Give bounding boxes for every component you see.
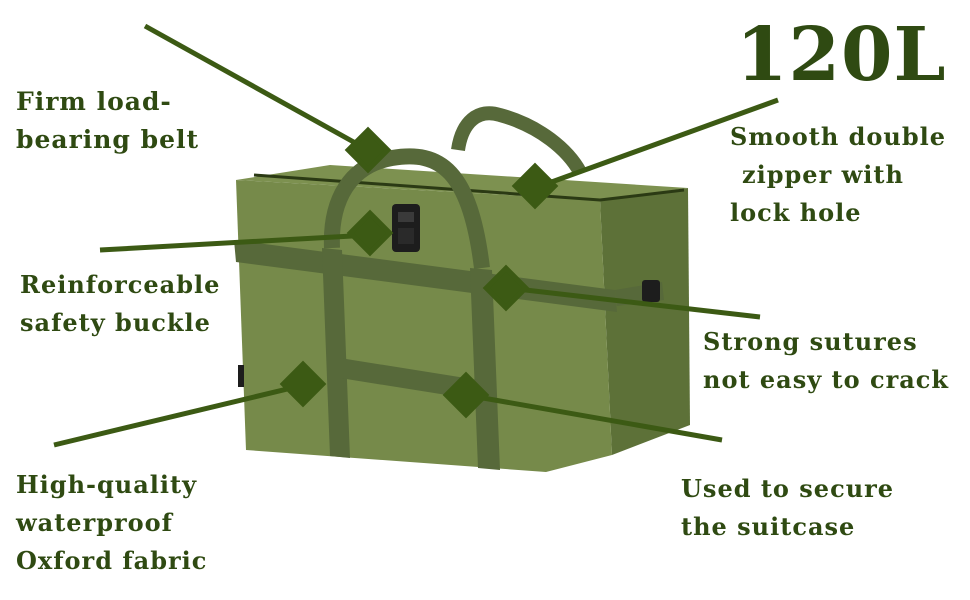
pointer-marker-sutures [482, 264, 530, 312]
feature-label-zipper: Smooth double zipper with lock hole [730, 118, 946, 232]
pointer-buckle [99, 232, 371, 253]
feature-label-line: High-quality [16, 470, 198, 499]
pointer-marker-fabric [279, 360, 327, 408]
pointer-marker-zipper [511, 162, 559, 210]
vertical-strap-left [322, 248, 350, 458]
feature-label-line: Firm load- [16, 87, 172, 116]
bag-front-face [236, 180, 612, 472]
feature-label-line: waterproof [16, 508, 173, 537]
feature-label-line: lock hole [730, 198, 862, 227]
bag-foot [238, 365, 244, 387]
pointer-sutures [507, 285, 761, 320]
pointer-lines [53, 23, 779, 448]
feature-label-sutures: Strong sutures not easy to crack [703, 323, 949, 399]
feature-label-line: Oxford fabric [16, 546, 208, 575]
feature-label-line: zipper with [742, 160, 904, 189]
feature-label-fabric: High-quality waterproof Oxford fabric [16, 466, 207, 580]
zipper-line [253, 173, 685, 202]
side-buckle [642, 280, 660, 302]
safety-buckle [392, 204, 420, 252]
bag-side-face [600, 188, 690, 455]
feature-label-secure: Used to secure the suitcase [681, 470, 894, 546]
feature-label-line: Strong sutures [703, 327, 918, 356]
feature-label-buckle: Reinforceable safety buckle [20, 266, 220, 342]
pointer-load-belt [143, 23, 370, 153]
duffel-bag [234, 106, 690, 472]
feature-label-line: Reinforceable [20, 270, 221, 299]
feature-label-line: Smooth double [730, 122, 947, 151]
pointer-fabric [53, 382, 305, 448]
carry-handle-front [323, 148, 490, 269]
vertical-strap-right [470, 268, 500, 470]
carry-handle-back [451, 106, 587, 176]
feature-label-line: the suitcase [681, 512, 856, 541]
feature-label-line: not easy to crack [703, 365, 950, 394]
feature-label-load-belt: Firm load- bearing belt [16, 83, 199, 159]
feature-label-line: bearing belt [16, 125, 200, 154]
feature-label-line: Used to secure [681, 474, 895, 503]
pointer-secure [465, 392, 723, 443]
pointer-marker-secure [442, 371, 490, 419]
pointer-marker-buckle [346, 209, 394, 257]
capacity-heading: 120L [736, 12, 947, 98]
front-grip-strap [340, 358, 478, 400]
feature-label-line: safety buckle [20, 308, 211, 337]
pointer-marker-load-belt [344, 126, 392, 174]
pointer-zipper [534, 97, 779, 191]
